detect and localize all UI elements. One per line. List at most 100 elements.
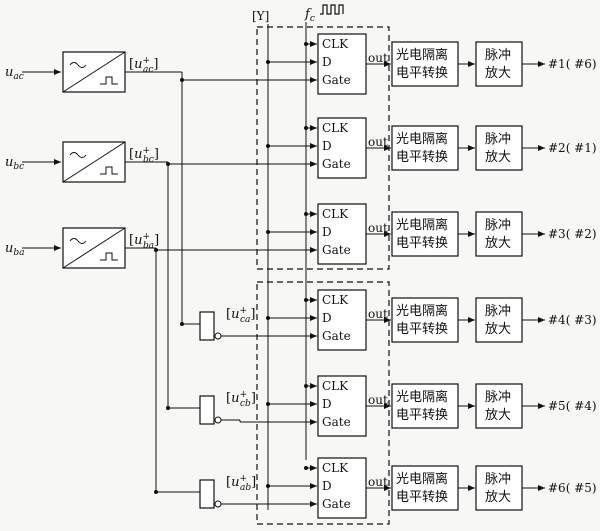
- junction-dot: [266, 60, 270, 64]
- isolation-block-1: [391, 41, 459, 87]
- latch-gate-label: Gate: [322, 243, 351, 257]
- latch-block-6: [317, 457, 367, 519]
- latch-clk-label: CLK: [322, 37, 349, 51]
- amplifier-label-line2: 放大: [485, 322, 511, 337]
- output-label-1: #1( #6): [548, 57, 597, 71]
- isolation-block-2: [391, 125, 459, 171]
- latch-gate-label: Gate: [322, 73, 351, 87]
- junction-dot: [180, 78, 184, 82]
- junction-dot: [304, 126, 308, 130]
- amplifier-label-line2: 放大: [485, 66, 511, 81]
- junction-dot: [180, 322, 184, 326]
- isolation-block-3: [391, 211, 459, 257]
- amplifier-label-line1: 脉冲: [485, 304, 511, 319]
- isolation-label-line1: 光电隔离: [396, 471, 448, 487]
- junction-dot: [304, 298, 308, 302]
- latch-gate-label: Gate: [322, 415, 351, 429]
- amplifier-label-line1: 脉冲: [485, 48, 511, 63]
- amplifier-block-6: [475, 465, 523, 511]
- isolation-label-line2: 电平转换: [396, 408, 448, 423]
- amplifier-label-line2: 放大: [485, 490, 511, 505]
- diagram-elements: uac [u+ac] ubc [u+bc] uba [u+ba] CLK D Gate out 光电…: [5, 33, 597, 519]
- comparator-output-label-bc: [u+bc]: [129, 146, 159, 165]
- inverter-bubble: [214, 332, 222, 340]
- latch-out-label: out: [368, 135, 388, 149]
- isolation-label-line2: 电平转换: [396, 150, 448, 165]
- junction-dot: [154, 490, 158, 494]
- isolation-label-line1: 光电隔离: [396, 47, 448, 63]
- output-label-5: #5( #4): [548, 399, 597, 413]
- junction-dot: [304, 212, 308, 216]
- isolation-block-4: [391, 297, 459, 343]
- inverter-block-ab: [199, 479, 215, 509]
- comparator-diagonal: [62, 51, 126, 93]
- amplifier-label-line2: 放大: [485, 236, 511, 251]
- latch-block-3: [317, 203, 367, 265]
- latch-out-label: out: [368, 475, 388, 489]
- amplifier-block-3: [475, 211, 523, 257]
- latch-d-label: D: [322, 55, 332, 69]
- junction-dot: [266, 316, 270, 320]
- comparator-diagonal: [62, 227, 126, 269]
- inverter-block-ca: [199, 311, 215, 341]
- input-label-ac: uac: [5, 65, 24, 82]
- latch-d-label: D: [322, 139, 332, 153]
- y-bus-label: [Y]: [252, 9, 269, 23]
- isolation-label-line2: 电平转换: [396, 490, 448, 505]
- square-wave-icon: [100, 252, 118, 261]
- comparator-output-label-ac: [u+ac]: [129, 56, 158, 75]
- latch-d-label: D: [322, 397, 332, 411]
- isolation-label-line2: 电平转换: [396, 322, 448, 337]
- amplifier-label-line1: 脉冲: [485, 472, 511, 487]
- isolation-label-line1: 光电隔离: [396, 131, 448, 147]
- latch-gate-label: Gate: [322, 329, 351, 343]
- junction-dot: [266, 402, 270, 406]
- output-label-3: #3( #2): [548, 227, 597, 241]
- clock-label: fc: [304, 7, 315, 24]
- inverter-block-cb: [199, 395, 215, 425]
- junction-dot: [266, 484, 270, 488]
- junction-dot: [166, 162, 170, 166]
- latch-out-label: out: [368, 221, 388, 235]
- amplifier-label-line1: 脉冲: [485, 132, 511, 147]
- isolation-label-line1: 光电隔离: [396, 389, 448, 405]
- isolation-label-line1: 光电隔离: [396, 217, 448, 233]
- square-wave-icon: [100, 76, 118, 85]
- isolation-label-line2: 电平转换: [396, 66, 448, 81]
- latch-gate-label: Gate: [322, 497, 351, 511]
- inverter-output-label-ab: [u+ab]: [226, 474, 256, 493]
- square-wave-icon: [100, 166, 118, 175]
- junction-dot: [266, 144, 270, 148]
- junction-dot: [166, 406, 170, 410]
- latch-out-label: out: [368, 51, 388, 65]
- comparator-output-label-ba: [u+ba]: [129, 232, 159, 251]
- latch-block-4: [317, 289, 367, 351]
- latch-out-label: out: [368, 393, 388, 407]
- amplifier-label-line2: 放大: [485, 150, 511, 165]
- latch-out-label: out: [368, 307, 388, 321]
- latch-d-label: D: [322, 225, 332, 239]
- junction-dot: [304, 42, 308, 46]
- latch-gate-label: Gate: [322, 157, 351, 171]
- isolation-label-line2: 电平转换: [396, 236, 448, 251]
- amplifier-block-5: [475, 383, 523, 429]
- junction-dot: [304, 466, 308, 470]
- sine-wave-icon: [69, 238, 87, 244]
- amplifier-label-line1: 脉冲: [485, 390, 511, 405]
- latch-clk-label: CLK: [322, 461, 349, 475]
- latch-clk-label: CLK: [322, 293, 349, 307]
- input-label-bc: ubc: [5, 155, 24, 172]
- latch-block-5: [317, 375, 367, 437]
- amplifier-block-4: [475, 297, 523, 343]
- isolation-label-line1: 光电隔离: [396, 303, 448, 319]
- junction-dot: [266, 230, 270, 234]
- latch-clk-label: CLK: [322, 207, 349, 221]
- latch-clk-label: CLK: [322, 121, 349, 135]
- sine-wave-icon: [69, 152, 87, 158]
- latch-block-2: [317, 117, 367, 179]
- amplifier-block-1: [475, 41, 523, 87]
- input-label-ba: uba: [5, 241, 25, 258]
- isolation-block-5: [391, 383, 459, 429]
- inverter-output-label-cb: [u+cb]: [226, 390, 256, 409]
